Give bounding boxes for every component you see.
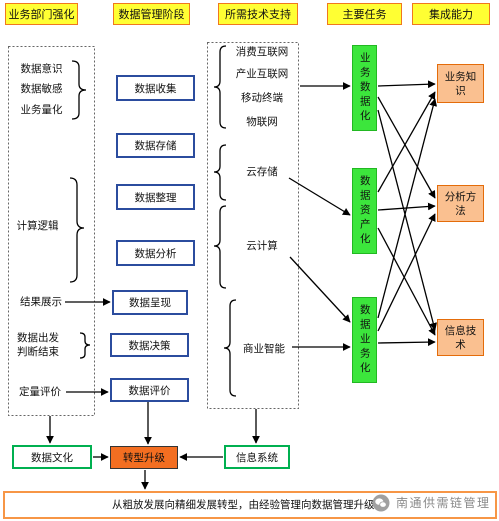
tech-label-consumer-internet: 消费互联网 — [235, 46, 289, 58]
box-transformation: 转型升级 — [110, 446, 178, 469]
tech-label-cloud-computing: 云计算 — [246, 240, 278, 252]
tech-label-iot: 物联网 — [246, 116, 278, 128]
stage-storage: 数据存储 — [116, 133, 195, 158]
stage-organization: 数据整理 — [116, 184, 195, 210]
tech-group-frame — [207, 42, 299, 409]
header-business-dept: 业务部门强化 — [5, 3, 78, 25]
header-capabilities: 集成能力 — [412, 3, 490, 25]
business-label-quantification: 业务量化 — [20, 104, 63, 116]
business-label-awareness: 数据意识 — [20, 63, 63, 75]
arrow-task1-to-cap1 — [377, 80, 436, 89]
business-group-frame — [8, 46, 95, 416]
stage-collection: 数据收集 — [116, 75, 195, 101]
arrow-task1-to-cap3 — [377, 109, 438, 331]
brace-business-intelligence — [223, 299, 237, 397]
capability-business-knowledge: 业务知识 — [437, 64, 484, 103]
box-data-culture: 数据文化 — [12, 445, 92, 469]
business-label-logic: 计算逻辑 — [16, 220, 59, 232]
conclusion-banner: 从粗放发展向精细发展转型，由经验管理向数据管理升级 — [3, 491, 497, 519]
task-label: 业务数据化 — [358, 51, 371, 125]
tech-label-cloud-storage: 云存储 — [246, 166, 278, 178]
business-label-decision-end: 判断结束 — [17, 346, 59, 358]
header-data-stages: 数据管理阶段 — [113, 3, 190, 25]
brace-internet — [213, 45, 227, 129]
capability-label: 分析方法 — [444, 190, 477, 217]
wechat-icon — [372, 494, 390, 512]
arrow-task3-to-cap3 — [377, 338, 436, 347]
capability-information-technology: 信息技术 — [437, 319, 484, 356]
capability-label: 业务知识 — [444, 70, 477, 97]
box-information-systems: 信息系统 — [224, 445, 290, 469]
business-label-decision-start: 数据出发 — [17, 332, 59, 344]
business-label-display: 结果展示 — [20, 296, 62, 308]
task-label: 数据业务化 — [358, 303, 371, 377]
stage-evaluation: 数据评价 — [110, 378, 189, 402]
task-business-datafication: 业务数据化 — [352, 45, 377, 131]
stage-decision: 数据决策 — [110, 333, 189, 357]
capability-analysis-methods: 分析方法 — [437, 185, 484, 222]
business-label-evaluation: 定量评价 — [19, 386, 61, 398]
brace-awareness — [71, 60, 87, 120]
tech-label-business-intelligence: 商业智能 — [243, 343, 285, 355]
arrow-task2-to-cap3 — [377, 227, 436, 336]
arrow-storage-to-task — [288, 177, 351, 216]
task-data-assetization: 数据资产化 — [352, 168, 377, 254]
brace-cloud-computing — [213, 205, 227, 289]
arrow-computing-to-task — [289, 256, 351, 323]
arrow-task3-to-cap1 — [377, 98, 438, 319]
arrow-task3-to-cap2 — [377, 213, 436, 332]
stage-analysis: 数据分析 — [116, 240, 195, 266]
watermark-text: 南通供需链管理 — [396, 496, 491, 510]
tech-label-mobile-terminal: 移动终端 — [241, 92, 283, 104]
stage-presentation: 数据呈现 — [112, 290, 188, 315]
header-main-tasks: 主要任务 — [327, 3, 402, 25]
brace-cloud-storage — [213, 144, 227, 201]
arrow-task1-to-cap2 — [377, 96, 436, 199]
header-tech-support: 所需技术支持 — [218, 3, 298, 25]
arrow-task2-to-cap1 — [377, 91, 436, 193]
brace-logic — [69, 177, 85, 283]
tech-label-industrial-internet: 产业互联网 — [235, 68, 289, 80]
task-data-businessization: 数据业务化 — [352, 297, 377, 383]
task-label: 数据资产化 — [358, 174, 371, 248]
capability-label: 信息技术 — [444, 324, 477, 351]
business-label-sensitivity: 数据敏感 — [20, 83, 63, 95]
brace-decision — [79, 332, 91, 359]
